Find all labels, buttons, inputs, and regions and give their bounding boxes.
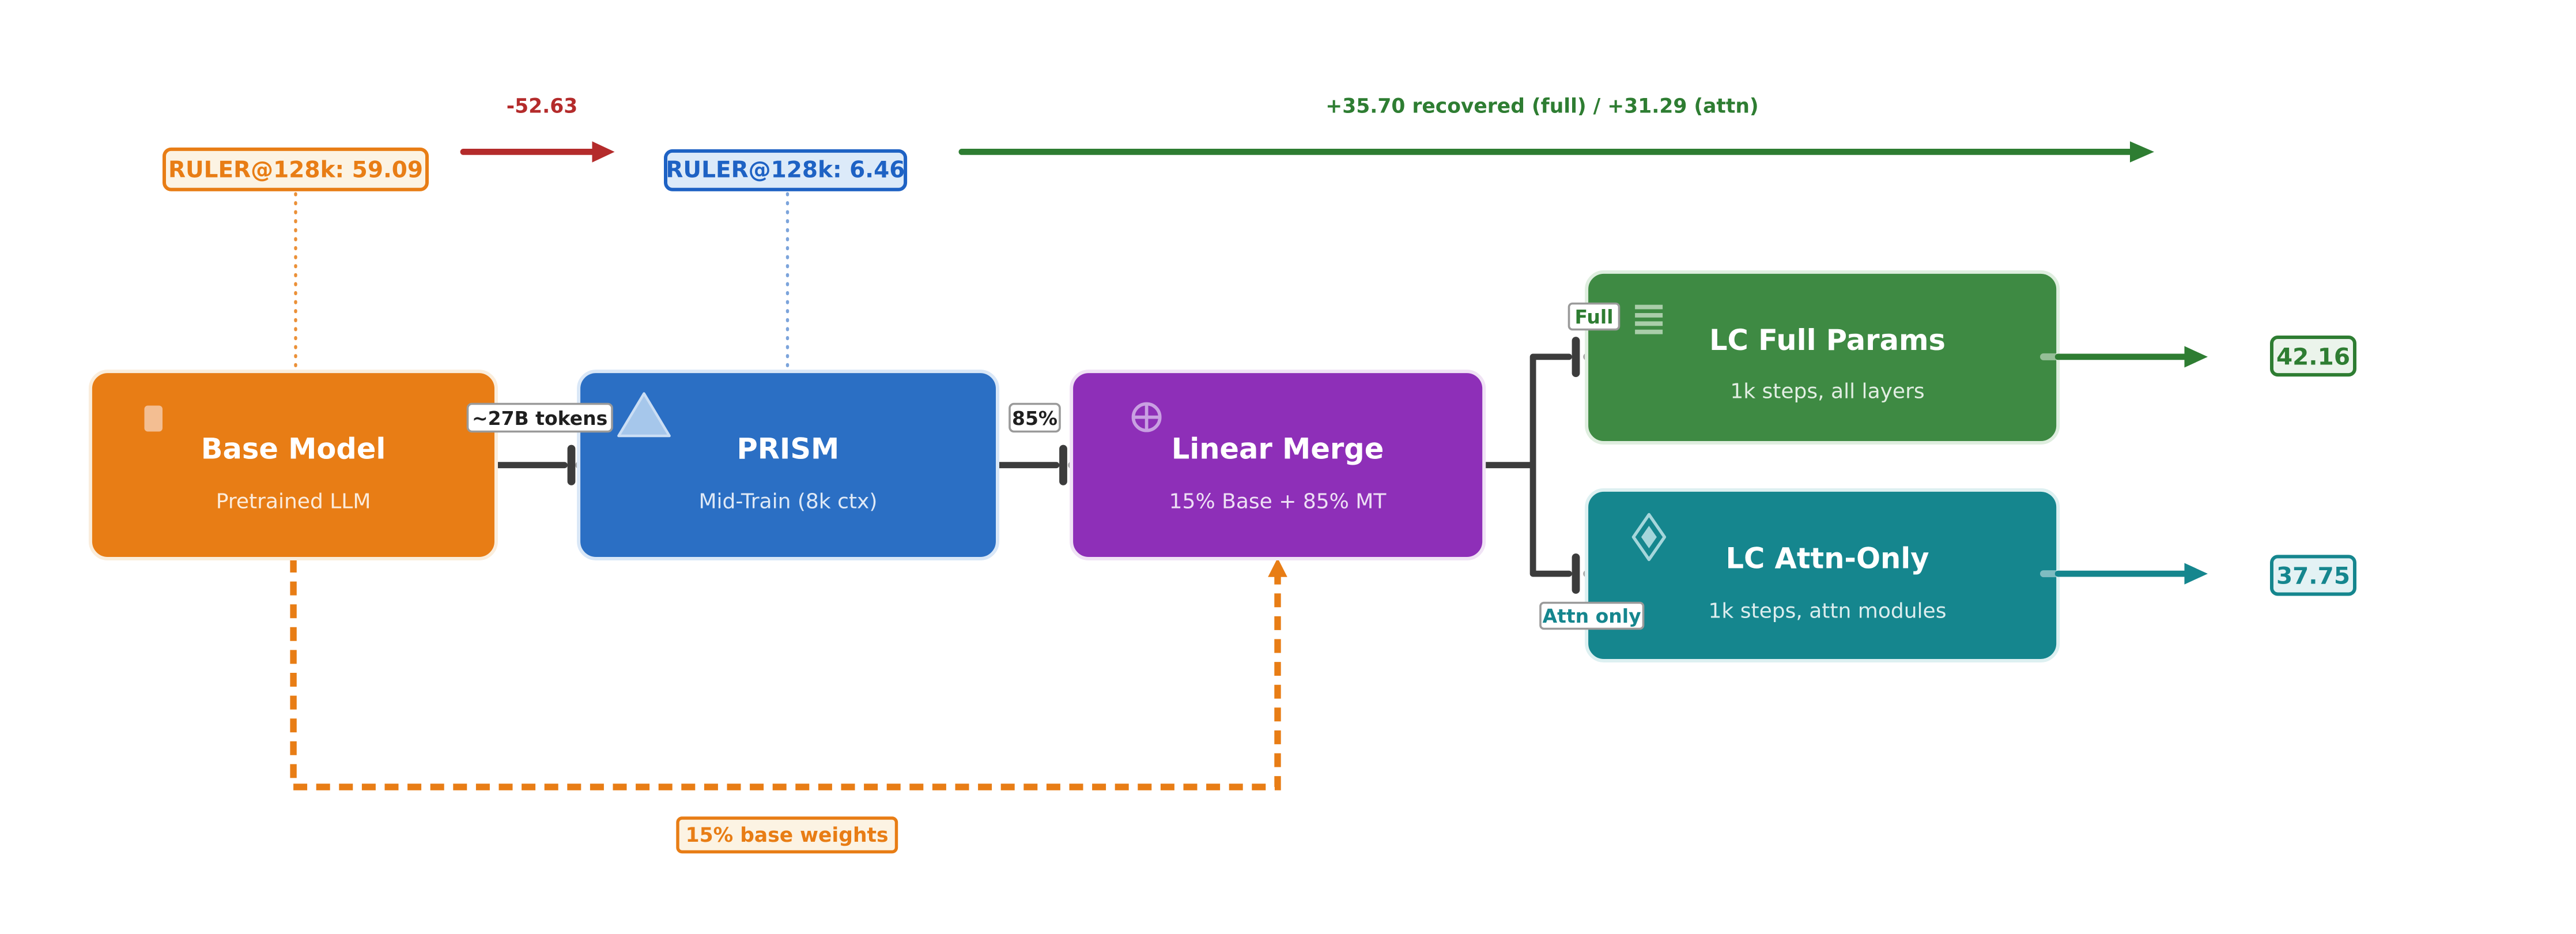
linear-merge-title: Linear Merge <box>1172 432 1384 466</box>
prism-ruler-box <box>664 149 908 191</box>
merge-ratio-edge-label: 85% <box>1009 402 1061 433</box>
attn-score-arrow <box>2054 563 2208 585</box>
base-model-title: Base Model <box>201 432 386 466</box>
lc-attn-only-title: LC Attn-Only <box>1725 541 1929 575</box>
linear-merge-subtitle: 15% Base + 85% MT <box>1169 490 1387 514</box>
full-branch-label: Full <box>1567 302 1621 331</box>
attn-branch-label-box <box>1539 601 1645 630</box>
lc-attn-only-box <box>1585 488 2060 662</box>
drop-arrow <box>460 141 615 163</box>
recovery-arrowhead-icon <box>2130 141 2154 163</box>
triangle-icon <box>617 392 671 438</box>
connector-merge-branches <box>1465 337 1606 594</box>
linear-merge-node: Linear Merge 15% Base + 85% MT <box>1070 370 1486 560</box>
attn-branch-label: Attn only <box>1539 601 1645 630</box>
merge-ratio-label-box <box>1009 402 1061 433</box>
base-weights-dashed-line <box>290 559 1281 790</box>
circle-plus-icon <box>1131 402 1162 432</box>
base-model-box <box>88 370 498 560</box>
attn-score-text: 37.75 <box>2276 562 2350 590</box>
lc-full-params-subtitle: 1k steps, all layers <box>1730 379 1924 403</box>
full-score-arrow <box>2054 346 2208 368</box>
drop-value-text: -52.63 <box>507 95 577 118</box>
base-weights-path <box>290 558 1287 790</box>
diamond-icon <box>1631 513 1667 562</box>
prism-title: PRISM <box>737 432 840 466</box>
full-score-arrowhead-icon <box>2184 346 2208 368</box>
prism-ruler-text: RULER@128k: 6.46 <box>666 157 905 183</box>
merge-ratio-label-text: 85% <box>1012 407 1057 430</box>
base-weights-label-text: 15% base weights <box>686 824 889 847</box>
square-icon <box>144 405 163 432</box>
full-branch-label-box <box>1567 302 1621 331</box>
full-score-label: 42.16 <box>2270 336 2356 377</box>
recovery-arrow <box>958 141 2154 163</box>
tokens-label-box <box>466 402 613 433</box>
lc-attn-only-node: LC Attn-Only 1k steps, attn modules <box>1585 488 2062 662</box>
prism-node: PRISM Mid-Train (8k ctx) <box>577 370 1000 560</box>
base-model-subtitle: Pretrained LLM <box>216 490 371 514</box>
base-weights-label-box <box>676 816 898 854</box>
attn-score-arrowhead-icon <box>2184 563 2208 585</box>
attn-score-label: 37.75 <box>2270 555 2356 596</box>
base-ruler-label: RULER@128k: 59.09 <box>163 147 429 191</box>
prism-box <box>577 370 1000 560</box>
prism-ruler-label: RULER@128k: 6.46 <box>664 149 908 191</box>
lc-attn-only-subtitle: 1k steps, attn modules <box>1709 599 1947 623</box>
layers-icon <box>1635 304 1663 334</box>
attn-branch-label-text: Attn only <box>1543 605 1641 627</box>
tokens-edge-label: ~27B tokens <box>466 402 613 433</box>
recovery-value-text: +35.70 recovered (full) / +31.29 (attn) <box>1325 95 1758 118</box>
base-ruler-text: RULER@128k: 59.09 <box>168 157 423 183</box>
full-branch-label-text: Full <box>1574 306 1613 328</box>
linear-merge-box <box>1070 370 1486 560</box>
branch-lines <box>1480 353 1572 577</box>
full-score-text: 42.16 <box>2276 342 2350 370</box>
lc-full-params-node: LC Full Params 1k steps, all layers <box>1585 270 2062 445</box>
drop-arrowhead-icon <box>592 141 615 163</box>
lc-full-params-title: LC Full Params <box>1709 323 1946 357</box>
base-weights-label: 15% base weights <box>676 816 898 854</box>
lc-full-params-box <box>1585 270 2060 445</box>
full-score-box <box>2270 336 2356 377</box>
prism-subtitle: Mid-Train (8k ctx) <box>698 490 877 514</box>
base-ruler-box <box>163 147 429 191</box>
attn-score-box <box>2270 555 2356 596</box>
base-model-node: Base Model Pretrained LLM <box>88 370 498 560</box>
tokens-label-text: ~27B tokens <box>472 407 607 430</box>
base-weights-arrowhead-icon <box>1268 558 1287 577</box>
